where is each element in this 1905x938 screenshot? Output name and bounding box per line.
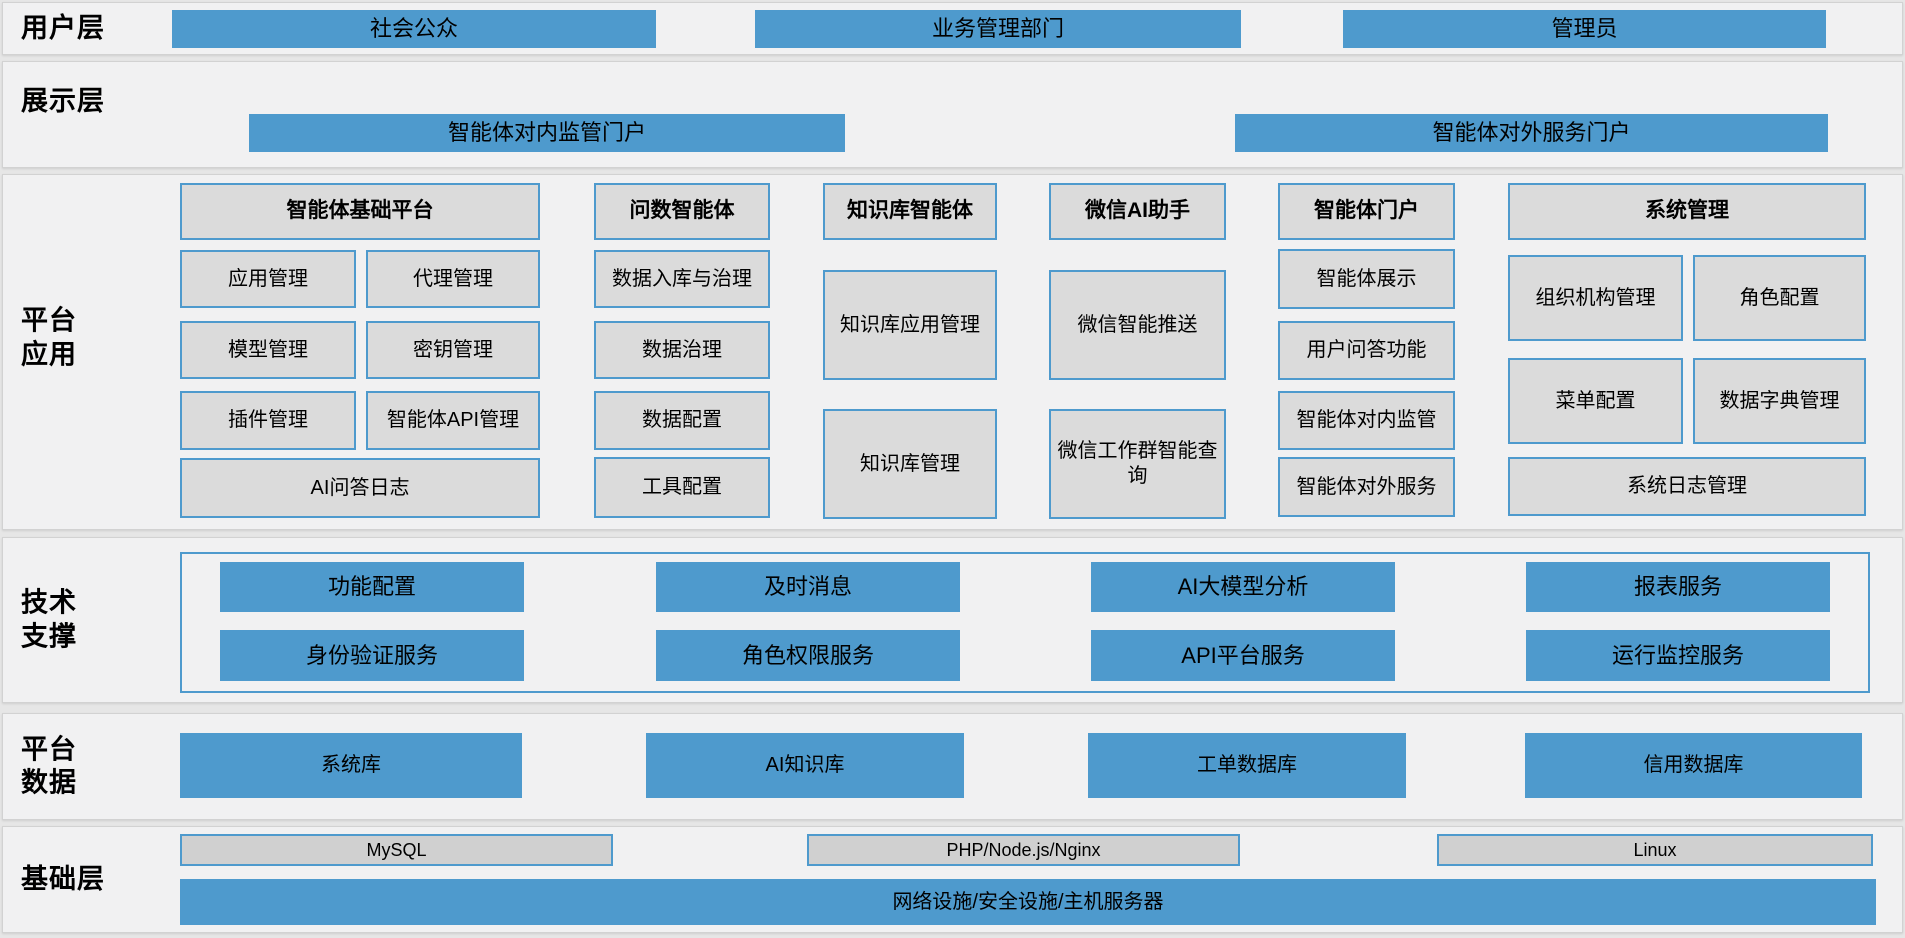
- col-header-knowledge-base-agent: 知识库智能体: [823, 183, 997, 240]
- tech-support-frame: [180, 552, 1870, 693]
- app-box-data-dictionary-mgmt: 数据字典管理: [1693, 358, 1866, 444]
- app-box-tool-config: 工具配置: [594, 457, 770, 518]
- app-box-ai-qa-log: AI问答日志: [180, 458, 540, 518]
- col-header-agent-base-platform: 智能体基础平台: [180, 183, 540, 240]
- app-box-model-mgmt: 模型管理: [180, 321, 356, 379]
- layer-label-infrastructure: 基础层: [21, 863, 105, 894]
- app-box-menu-config: 菜单配置: [1508, 358, 1683, 444]
- layer-panel-user: 用户层 社会公众 业务管理部门 管理员: [2, 2, 1903, 55]
- app-box-kb-mgmt: 知识库管理: [823, 409, 997, 519]
- app-box-data-governance: 数据治理: [594, 321, 770, 379]
- display-box-external-portal: 智能体对外服务门户: [1235, 114, 1828, 152]
- tech-box-identity-verification: 身份验证服务: [220, 630, 524, 681]
- data-box-credit-db: 信用数据库: [1525, 733, 1862, 798]
- tech-box-operation-monitoring: 运行监控服务: [1526, 630, 1830, 681]
- app-box-agent-external-service: 智能体对外服务: [1278, 457, 1455, 517]
- infra-box-network-security-host: 网络设施/安全设施/主机服务器: [180, 879, 1876, 925]
- infra-box-mysql: MySQL: [180, 834, 613, 866]
- user-box-business-dept: 业务管理部门: [755, 10, 1241, 48]
- app-box-agent-mgmt: 代理管理: [366, 250, 540, 308]
- layer-panel-display: 展示层 智能体对内监管门户 智能体对外服务门户: [2, 61, 1903, 168]
- app-box-wechat-workgroup-query: 微信工作群智能查询: [1049, 409, 1226, 519]
- layer-label-tech-support: 技术 支撑: [21, 587, 77, 651]
- app-box-wechat-smart-push: 微信智能推送: [1049, 270, 1226, 380]
- data-box-ai-knowledge-db: AI知识库: [646, 733, 964, 798]
- app-box-key-mgmt: 密钥管理: [366, 321, 540, 379]
- layer-panel-infrastructure: 基础层 MySQL PHP/Node.js/Nginx Linux 网络设施/安…: [2, 826, 1903, 933]
- layer-label-user: 用户层: [21, 12, 105, 43]
- app-box-role-config: 角色配置: [1693, 255, 1866, 341]
- layer-label-platform-data: 平台 数据: [21, 733, 77, 798]
- app-box-agent-api-mgmt: 智能体API管理: [366, 391, 540, 450]
- display-box-internal-portal: 智能体对内监管门户: [249, 114, 845, 152]
- app-box-data-config: 数据配置: [594, 391, 770, 450]
- col-header-wechat-ai-assistant: 微信AI助手: [1049, 183, 1226, 240]
- app-box-kb-application-mgmt: 知识库应用管理: [823, 270, 997, 380]
- app-box-plugin-mgmt: 插件管理: [180, 391, 356, 450]
- layer-label-platform-app: 平台 应用: [21, 305, 77, 369]
- user-box-public: 社会公众: [172, 10, 656, 48]
- col-header-data-query-agent: 问数智能体: [594, 183, 770, 240]
- tech-box-instant-message: 及时消息: [656, 562, 960, 612]
- infra-box-php-nodejs-nginx: PHP/Node.js/Nginx: [807, 834, 1240, 866]
- layer-panel-platform-data: 平台 数据 系统库 AI知识库 工单数据库 信用数据库: [2, 713, 1903, 820]
- app-box-org-mgmt: 组织机构管理: [1508, 255, 1683, 341]
- tech-box-function-config: 功能配置: [220, 562, 524, 612]
- app-box-agent-internal-supervision: 智能体对内监管: [1278, 391, 1455, 450]
- data-box-work-order-db: 工单数据库: [1088, 733, 1406, 798]
- data-box-system-db: 系统库: [180, 733, 522, 798]
- app-box-data-ingest-governance: 数据入库与治理: [594, 250, 770, 308]
- app-box-system-log-mgmt: 系统日志管理: [1508, 457, 1866, 516]
- tech-box-report-service: 报表服务: [1526, 562, 1830, 612]
- user-box-admin: 管理员: [1343, 10, 1826, 48]
- tech-box-ai-llm-analysis: AI大模型分析: [1091, 562, 1395, 612]
- infra-box-linux: Linux: [1437, 834, 1873, 866]
- app-box-agent-display: 智能体展示: [1278, 249, 1455, 309]
- layer-panel-platform-app: 平台 应用 智能体基础平台 应用管理 代理管理 模型管理 密钥管理 插件管理 智…: [2, 174, 1903, 530]
- col-header-agent-portal: 智能体门户: [1278, 183, 1455, 240]
- tech-box-role-permission-service: 角色权限服务: [656, 630, 960, 681]
- col-header-system-mgmt: 系统管理: [1508, 183, 1866, 240]
- layer-label-display: 展示层: [21, 86, 105, 117]
- app-box-application-mgmt: 应用管理: [180, 250, 356, 308]
- layer-panel-tech-support: 技术 支撑 功能配置 及时消息 AI大模型分析 报表服务 身份验证服务 角色权限…: [2, 537, 1903, 703]
- app-box-user-qa-function: 用户问答功能: [1278, 321, 1455, 380]
- tech-box-api-platform-service: API平台服务: [1091, 630, 1395, 681]
